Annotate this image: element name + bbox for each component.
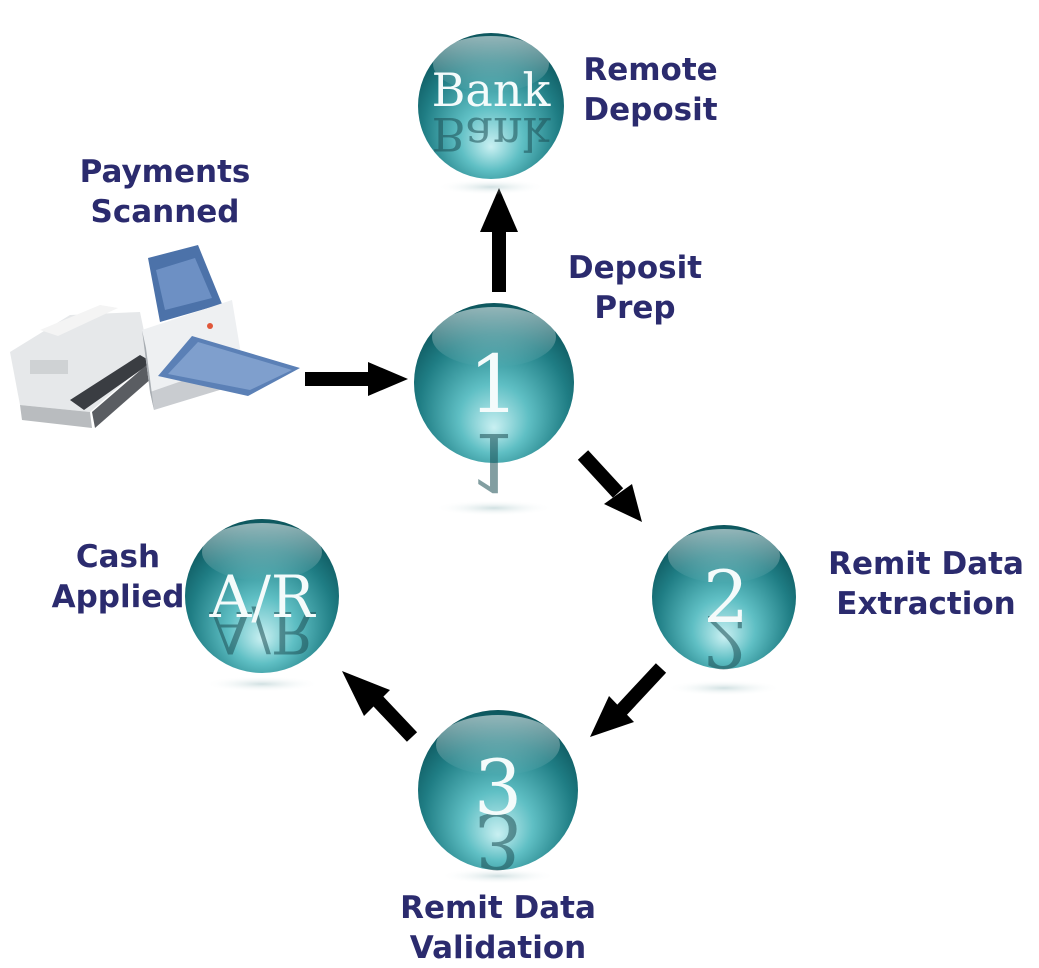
node-ar-reflection: A/R (208, 598, 316, 666)
node-step-2-label: 2 (703, 555, 749, 639)
node-ar: A/R A/R (185, 519, 339, 692)
node-step-3: 3 3 (418, 710, 578, 885)
label-remit-data-validation: Remit Data Validation (400, 890, 596, 966)
arrow-step1-to-bank (480, 188, 518, 292)
node-bank: Bank Bank (418, 33, 564, 195)
check-reader-icon (10, 305, 152, 428)
scanner-icon (142, 245, 300, 410)
label-cash-applied: Cash Applied (51, 539, 185, 615)
node-step-2: 2 2 (652, 525, 796, 696)
node-step-3-reflection: 3 (474, 796, 522, 885)
node-step-1-reflection: 1 (469, 415, 520, 508)
label-remote-deposit: Remote Deposit (583, 52, 718, 128)
arrow-step3-to-ar (342, 671, 418, 742)
label-payments-scanned: Payments Scanned (79, 154, 251, 230)
node-ar-label: A/R (208, 563, 316, 631)
label-remit-data-extraction: Remit Data Extraction (828, 546, 1024, 622)
node-bank-reflection: Bank (432, 107, 552, 161)
node-bank-label: Bank (432, 63, 552, 117)
node-step-1-label: 1 (469, 338, 520, 431)
node-step-1: 1 1 (414, 303, 574, 516)
label-deposit-prep: Deposit Prep (567, 250, 703, 326)
arrow-step2-to-step3 (590, 663, 667, 737)
node-step-3-label: 3 (474, 743, 522, 832)
arrow-scanner-to-step1 (305, 362, 408, 396)
arrow-step1-to-step2 (577, 450, 642, 522)
node-step-2-reflection: 2 (703, 599, 749, 683)
